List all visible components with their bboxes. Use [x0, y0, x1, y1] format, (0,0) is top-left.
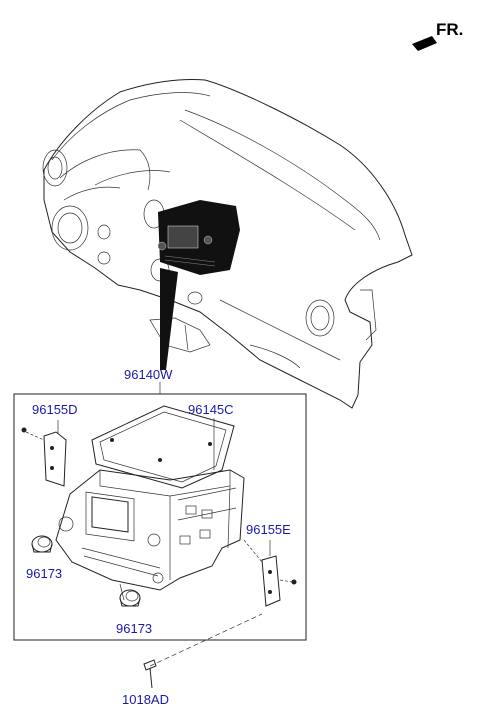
- part-label-96140w: 96140W: [124, 367, 173, 382]
- part-label-96173-left: 96173: [26, 566, 63, 581]
- screw-left-icon: [21, 427, 27, 433]
- audio-head-unit-illustration: [55, 469, 245, 591]
- knob-bottom-illustration: [119, 589, 141, 607]
- left-bracket-illustration: [21, 420, 67, 487]
- dashboard-illustration: [42, 79, 413, 409]
- knob-left-illustration: [31, 535, 53, 553]
- screw-right-icon: [291, 579, 297, 585]
- part-label-1018ad: 1018AD: [122, 692, 169, 707]
- leader-wedge: [160, 268, 178, 370]
- installed-radio-unit: [157, 200, 240, 275]
- part-label-96155e: 96155E: [246, 522, 291, 537]
- right-bracket-illustration: [243, 539, 297, 607]
- front-arrow-icon: [412, 36, 437, 51]
- part-label-96145c: 96145C: [188, 402, 234, 417]
- part-label-96155d: 96155D: [32, 402, 78, 417]
- front-direction-label: FR.: [436, 20, 464, 39]
- part-label-96173-bottom: 96173: [116, 621, 153, 636]
- cover-plate-illustration: [91, 405, 235, 489]
- screw-bolt-illustration: [143, 613, 263, 689]
